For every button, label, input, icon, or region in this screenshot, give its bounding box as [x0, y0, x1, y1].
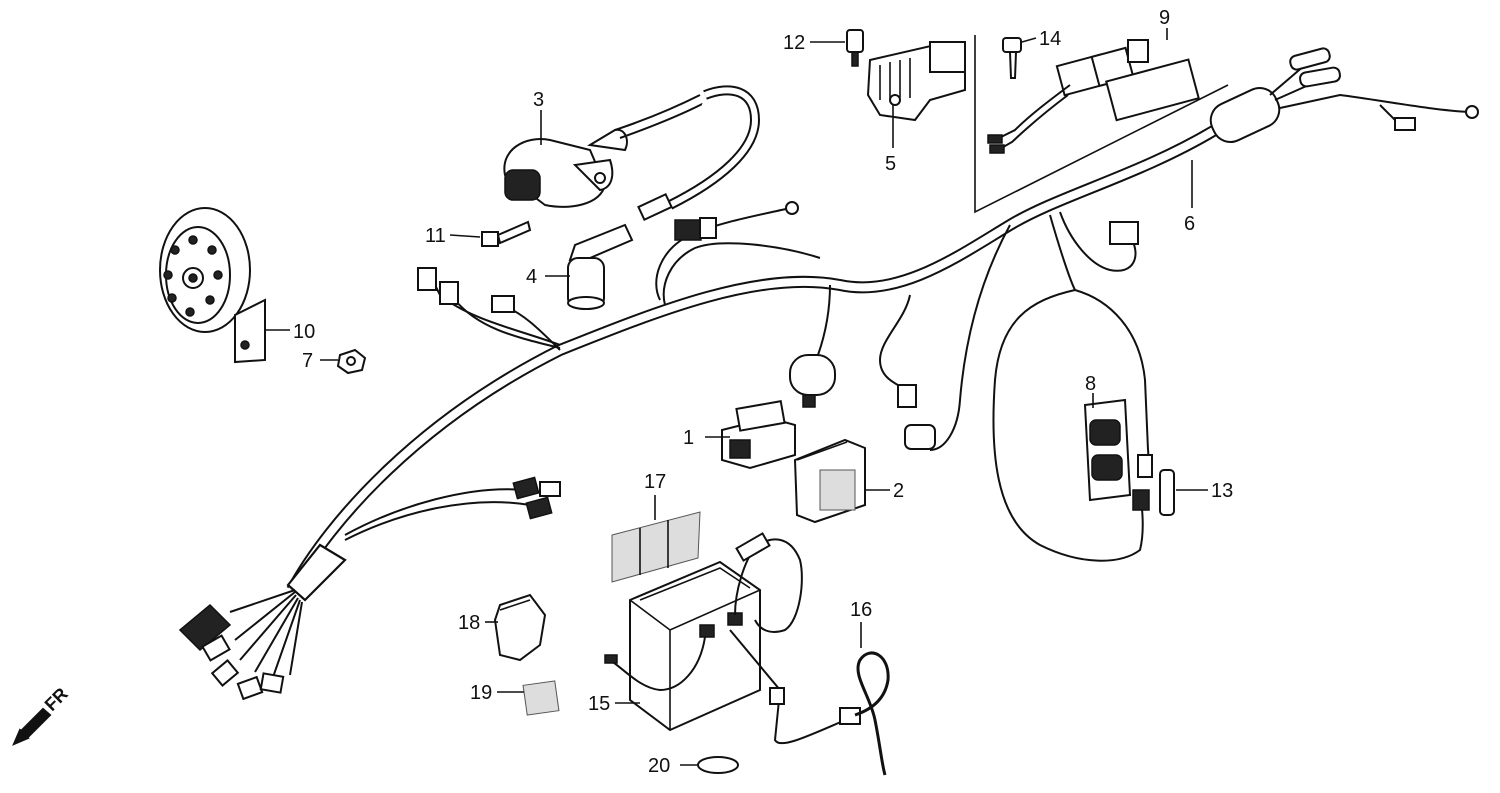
callout-19: 19 [470, 682, 492, 704]
callout-7: 7 [302, 350, 313, 372]
starter-relay [721, 400, 796, 470]
callout-8: 8 [1085, 373, 1096, 395]
callout-6: 6 [1184, 213, 1195, 235]
callout-13: 13 [1211, 480, 1233, 502]
terminal-plate [522, 680, 560, 716]
callout-14: 14 [1039, 28, 1061, 50]
callout-17: 17 [644, 471, 666, 493]
front-direction-indicator: FR [12, 684, 72, 746]
callout-16: 16 [850, 599, 872, 621]
horn [159, 207, 266, 364]
caution-label [611, 511, 701, 583]
battery [604, 532, 861, 745]
cdi-unit [793, 438, 866, 524]
callout-9: 9 [1159, 7, 1170, 29]
front-arrow-icon [12, 707, 52, 746]
fuse [1159, 469, 1175, 516]
callout-3: 3 [533, 89, 544, 111]
bolt [481, 220, 532, 247]
callout-5: 5 [885, 153, 896, 175]
breather-tube [854, 651, 890, 776]
relay-assembly [987, 39, 1200, 154]
washer [697, 756, 739, 774]
callout-1: 1 [683, 427, 694, 449]
inset-frame [974, 35, 1229, 214]
callout-labels: 1 2 3 4 5 6 7 8 9 10 11 12 13 14 15 16 1… [293, 7, 1233, 777]
terminal-cover [493, 593, 547, 662]
spark-plug-cap [567, 223, 634, 310]
callout-18: 18 [458, 612, 480, 634]
callout-2: 2 [893, 480, 904, 502]
callout-10: 10 [293, 321, 315, 343]
callout-11: 11 [425, 225, 446, 247]
regulator-rectifier [866, 41, 966, 122]
callout-20: 20 [648, 755, 670, 777]
main-wire-harness [178, 47, 1479, 701]
leader-lines [265, 28, 1208, 766]
screw-small [1002, 37, 1022, 79]
screw [846, 29, 864, 67]
callout-15: 15 [588, 693, 610, 715]
fuse-holder [1083, 398, 1132, 502]
callout-4: 4 [526, 266, 537, 288]
callout-12: 12 [783, 32, 805, 54]
ignition-coil [503, 85, 761, 222]
